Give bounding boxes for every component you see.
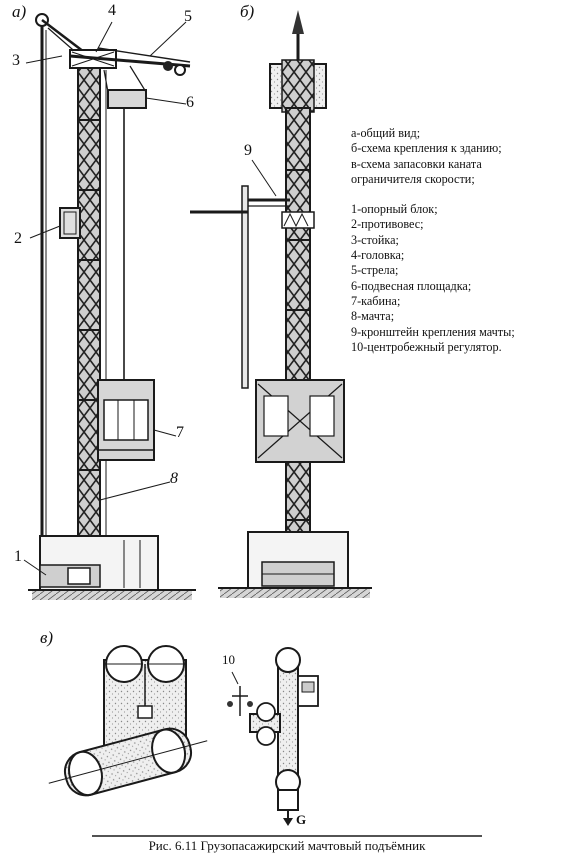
callout-5: 5 <box>184 8 192 25</box>
legend: а-общий вид; б-схема крепления к зданию;… <box>351 126 571 355</box>
view-b-building-attachment <box>190 10 372 598</box>
callout-4: 4 <box>108 2 116 19</box>
suspended-platform <box>107 89 147 109</box>
figure-caption: Рис. 6.11 Грузопасажирский мачтовый подъ… <box>148 838 426 853</box>
legend-view-a: а-общий вид; <box>351 126 421 140</box>
legend-view-b: б-схема крепления к зданию; <box>351 141 502 156</box>
legend-part-6: 6-подвесная площадка; <box>351 278 472 293</box>
mast-bracket <box>241 185 249 389</box>
legend-part-10: 10-центробежный регулятор. <box>351 339 502 354</box>
legend-view-v: в-схема запасовки каната <box>351 156 482 171</box>
legend-part-7: 7-кабина; <box>351 293 401 308</box>
callout-1: 1 <box>14 548 22 565</box>
callout-8: 8 <box>170 470 178 487</box>
view-v-rope-reeving <box>48 645 319 826</box>
legend-part-9: 9-кронштейн крепления мачты; <box>351 324 515 339</box>
callout-7: 7 <box>176 424 184 441</box>
centrifugal-governor <box>227 686 253 716</box>
callout-9: 9 <box>244 142 252 159</box>
legend-part-3: 3-стойка; <box>351 232 399 247</box>
rope-drum <box>48 727 208 797</box>
callout-3: 3 <box>12 52 20 69</box>
panel-label-b: б) <box>240 2 255 21</box>
panel-label-a: а) <box>12 2 27 21</box>
load-label-g: G <box>296 812 307 827</box>
mast-a <box>77 55 101 547</box>
load-weight <box>277 789 299 811</box>
panel-label-v: в) <box>40 628 54 647</box>
legend-part-1: 1-опорный блок; <box>351 202 438 217</box>
callout-10: 10 <box>222 652 235 667</box>
callout-2: 2 <box>14 230 22 247</box>
legend-part-2: 2-противовес; <box>351 217 424 232</box>
legend-part-8: 8-мачта; <box>351 309 395 324</box>
legend-part-5: 5-стрела; <box>351 263 399 278</box>
ground-b <box>220 588 370 598</box>
legend-view-v-cont: ограничителя скорости; <box>351 171 475 186</box>
view-a-general <box>23 13 196 600</box>
counterweight <box>59 207 81 239</box>
mast-b <box>285 107 311 549</box>
legend-part-4: 4-головка; <box>351 248 405 263</box>
callout-6: 6 <box>186 94 194 111</box>
ground-a <box>32 590 192 600</box>
